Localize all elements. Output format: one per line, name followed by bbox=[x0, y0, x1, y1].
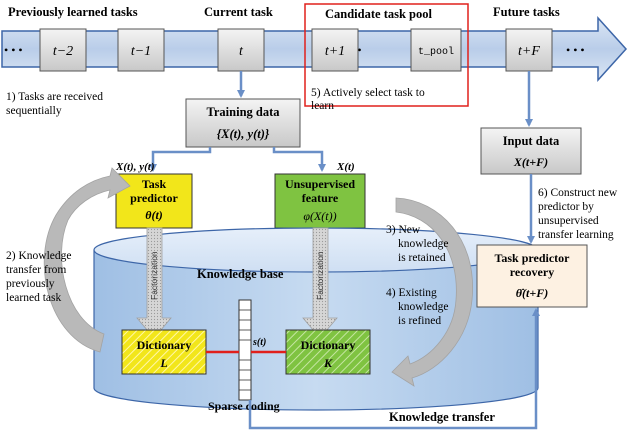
task-label-t-plus-1: t+1 bbox=[325, 44, 345, 59]
note-6-line1: 6) Construct new bbox=[538, 187, 618, 199]
input-data-box: Input data X(t+F) bbox=[480, 127, 582, 175]
task-label-t: t bbox=[239, 44, 244, 59]
task-label-t-minus-2: t−2 bbox=[53, 44, 73, 59]
note-5-line1: 5) Actively select task to bbox=[311, 87, 425, 99]
task-box-t-plus-1: t+1 bbox=[311, 28, 359, 72]
note-6-line4: transfer learning bbox=[538, 229, 614, 241]
task-box-t-minus-2: t−2 bbox=[39, 28, 87, 72]
task-box-t-plus-F: t+F bbox=[505, 28, 553, 72]
training-data-title: Training data bbox=[206, 105, 280, 119]
task-box-t-minus-1: t−1 bbox=[117, 28, 165, 72]
dictionary-K-title: Dictionary bbox=[301, 338, 356, 352]
task-label-t-minus-1: t−1 bbox=[131, 44, 151, 59]
training-data-box: Training data {X(t), y(t)} bbox=[185, 98, 301, 148]
sparse-code-symbol: s(t) bbox=[252, 337, 266, 348]
note-6-line3: unsupervised bbox=[538, 215, 599, 227]
knowledge-base-label: Knowledge base bbox=[197, 267, 284, 281]
timeline-dots-right: • • • bbox=[566, 43, 585, 57]
dictionary-K-symbol: K bbox=[323, 356, 333, 370]
task-predictor-line1: Task bbox=[142, 177, 167, 191]
curved-arrow-right bbox=[391, 197, 474, 387]
training-data-formula: {X(t), y(t)} bbox=[217, 127, 270, 141]
candidate-pool-border bbox=[304, 3, 469, 107]
dictionary-L-box: Dictionary L bbox=[121, 329, 207, 375]
dictionary-L-symbol: L bbox=[159, 356, 167, 370]
task-predictor-symbol: θ(t) bbox=[145, 208, 163, 222]
unsup-line2: feature bbox=[302, 191, 339, 205]
task-label-t-pool: t_pool bbox=[418, 46, 454, 58]
connector-knowledge-transfer bbox=[248, 308, 540, 430]
note-4-line1: 4) Existing bbox=[386, 287, 437, 299]
task-predictor-line2: predictor bbox=[130, 191, 178, 205]
input-data-title: Input data bbox=[503, 134, 560, 148]
factorization-arrow-right: Factorization bbox=[302, 227, 338, 339]
unsup-line1: Unsupervised bbox=[285, 177, 355, 191]
timeline-dots-left: • • • bbox=[4, 43, 23, 57]
task-predictor-box: Task predictor θ(t) bbox=[115, 173, 193, 229]
header-previous-tasks: Previously learned tasks bbox=[8, 5, 138, 19]
factorization-label-right: Factorization bbox=[315, 251, 325, 300]
header-current-task: Current task bbox=[204, 5, 273, 19]
input-data-symbol: X(t+F) bbox=[513, 155, 548, 169]
note-1-line1: 1) Tasks are received bbox=[6, 91, 103, 103]
task-label-t-plus-F: t+F bbox=[518, 44, 540, 59]
note-1-line2: sequentially bbox=[6, 105, 62, 117]
knowledge-transfer-label: Knowledge transfer bbox=[389, 410, 495, 424]
recovery-line1: Task predictor bbox=[494, 251, 570, 265]
note-2-line2: transfer from bbox=[6, 264, 66, 276]
note-3-line1: 3) New bbox=[386, 224, 421, 236]
note-4-line2: knowledge bbox=[398, 301, 448, 313]
dictionary-L-title: Dictionary bbox=[137, 338, 192, 352]
note-2-line4: learned task bbox=[6, 292, 61, 304]
label-xy: X(t), y(t) bbox=[115, 161, 154, 173]
dictionary-K-box: Dictionary K bbox=[285, 329, 371, 375]
unsupervised-feature-box: Unsupervised feature φ(X(t)) bbox=[274, 173, 366, 229]
sparse-code-vector bbox=[238, 299, 252, 401]
recovery-symbol: θ̂(t+F) bbox=[516, 286, 548, 300]
connector-training-to-predictor bbox=[149, 147, 212, 172]
note-3-line2: knowledge bbox=[398, 238, 448, 250]
header-future-tasks: Future tasks bbox=[493, 5, 560, 19]
note-2-line3: previously bbox=[6, 278, 55, 290]
curved-arrow-left bbox=[43, 167, 131, 353]
note-5-line2: learn bbox=[311, 100, 334, 112]
factorization-arrow-left: Factorization bbox=[136, 227, 172, 339]
recovery-box: Task predictor recovery θ̂(t+F) bbox=[476, 244, 588, 308]
factorization-label-left: Factorization bbox=[149, 251, 159, 300]
note-2-line1: 2) Knowledge bbox=[6, 250, 71, 262]
note-4-line3: is refined bbox=[398, 315, 441, 327]
sparse-coding-label: Sparse coding bbox=[208, 399, 280, 413]
recovery-line2: recovery bbox=[510, 265, 554, 279]
task-box-t-pool: t_pool bbox=[410, 28, 462, 72]
label-x: X(t) bbox=[336, 161, 355, 173]
note-6-line2: predictor by bbox=[538, 201, 594, 213]
unsup-symbol: φ(X(t)) bbox=[303, 209, 336, 223]
header-candidate-pool: Candidate task pool bbox=[325, 7, 432, 21]
note-3-line3: is retained bbox=[398, 252, 446, 264]
task-box-t: t bbox=[217, 28, 265, 72]
connector-training-to-feature bbox=[272, 147, 326, 172]
